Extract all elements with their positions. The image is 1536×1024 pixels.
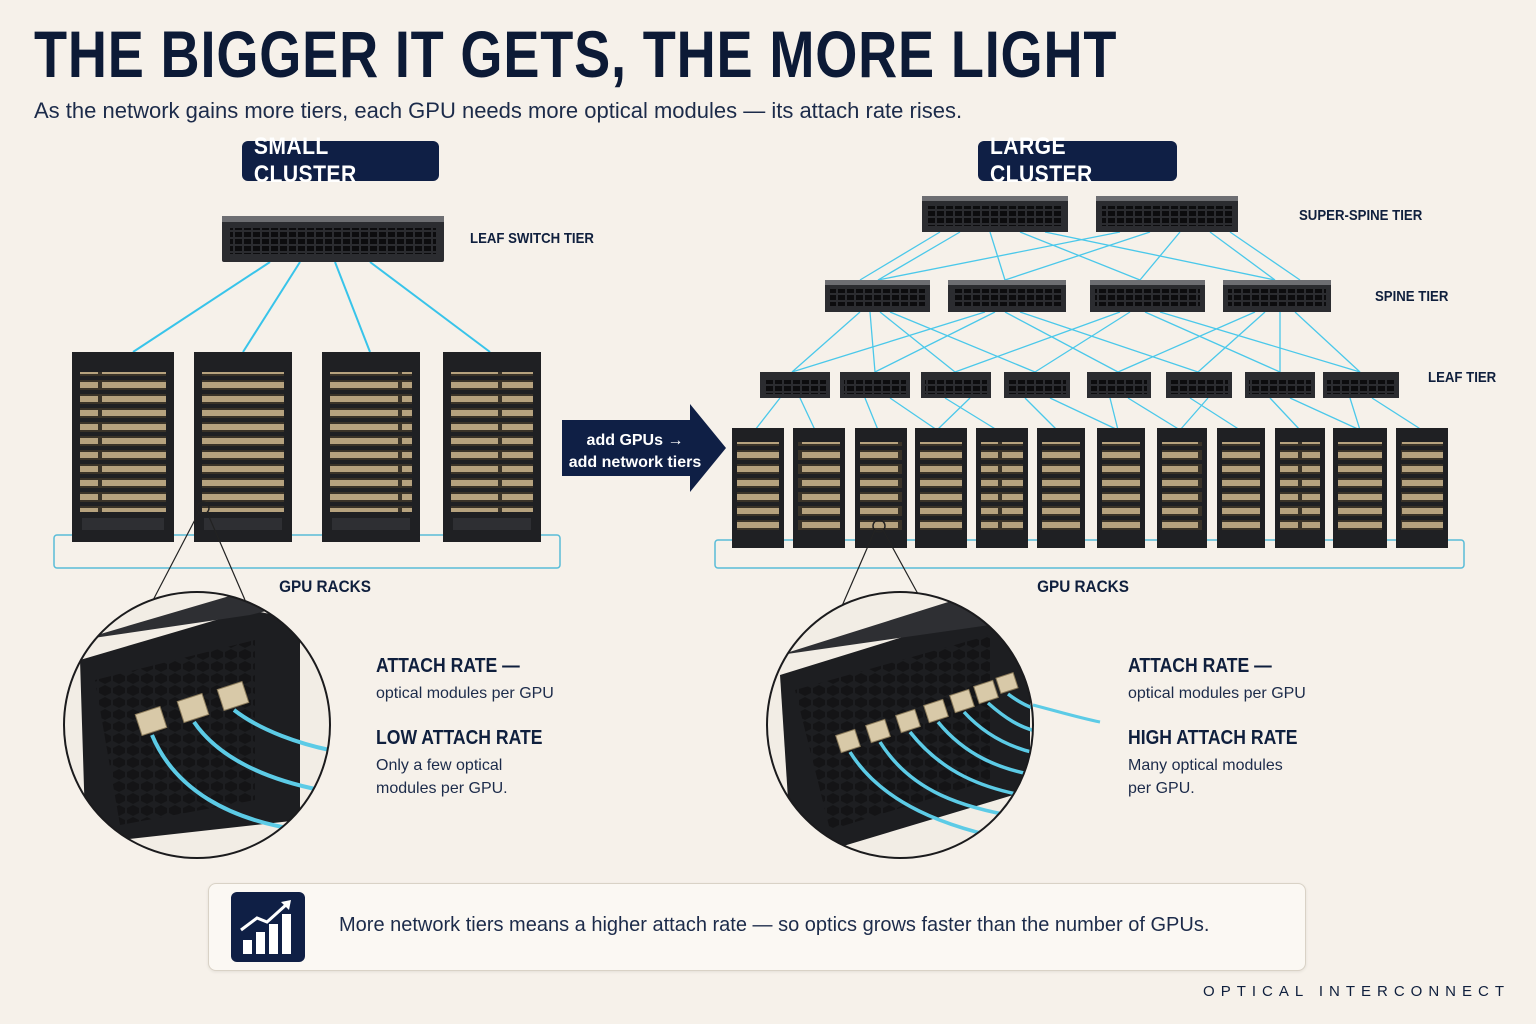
summary-box: More network tiers means a higher attach… <box>208 883 1306 971</box>
large-rate-line-2: per GPU. <box>1128 780 1195 797</box>
small-rate-line-1: Only a few optical <box>376 757 503 774</box>
small-rate-line-2: modules per GPU. <box>376 780 508 797</box>
small-gpu-racks <box>72 352 541 542</box>
small-attach-title: ATTACH RATE — <box>376 655 520 677</box>
leaf-tier-label: LEAF TIER <box>1428 369 1497 386</box>
page-subtitle: As the network gains more tiers, each GP… <box>34 98 963 123</box>
footer-brand: OPTICAL INTERCONNECT <box>1203 983 1510 1000</box>
growth-chart-icon <box>231 892 305 962</box>
small-rate-title: LOW ATTACH RATE <box>376 727 543 749</box>
large-rate-title: HIGH ATTACH RATE <box>1128 727 1298 749</box>
large-rate-line-1: Many optical modules <box>1128 757 1283 774</box>
large-magnifier <box>766 591 1101 859</box>
small-cluster-badge: SMALL CLUSTER <box>242 133 439 188</box>
large-attach-sub: optical modules per GPU <box>1128 685 1306 702</box>
small-rack-1 <box>72 352 174 542</box>
small-rack-3 <box>322 352 420 542</box>
growth-arrow-label: add GPUs → add network tiers <box>562 430 708 474</box>
arrow-line-1: add GPUs → <box>586 432 684 449</box>
super-spine-tier-label: SUPER-SPINE TIER <box>1299 207 1423 224</box>
spine-switches <box>825 280 1331 312</box>
growth-arrow <box>562 404 726 492</box>
large-cluster-badge: LARGE CLUSTER <box>978 133 1177 188</box>
super-spine-switches <box>922 196 1238 232</box>
spine-tier-label: SPINE TIER <box>1375 288 1449 305</box>
small-rack-platform <box>53 534 561 569</box>
small-attach-info: ATTACH RATE — optical modules per GPU LO… <box>376 655 565 800</box>
small-attach-sub: optical modules per GPU <box>376 685 554 702</box>
large-racks-label: GPU RACKS <box>1037 577 1129 596</box>
large-attach-title: ATTACH RATE — <box>1128 655 1272 677</box>
small-leaf-tier-label: LEAF SWITCH TIER <box>470 230 594 247</box>
small-racks-label: GPU RACKS <box>279 577 371 596</box>
small-rack-4 <box>443 352 541 542</box>
large-rack-platform <box>714 539 1465 569</box>
large-gpu-racks <box>732 428 1448 548</box>
large-fiber-links <box>754 231 1423 431</box>
small-zoom-point <box>196 501 210 515</box>
small-leaf-switch <box>222 216 444 262</box>
super-spine-switch-1 <box>922 196 1068 232</box>
page-title: THE BIGGER IT GETS, THE MORE LIGHT <box>34 17 1118 91</box>
small-rack-2 <box>194 352 292 542</box>
small-magnifier <box>63 591 331 859</box>
large-zoom-point <box>872 519 886 533</box>
large-attach-info: ATTACH RATE — optical modules per GPU HI… <box>1128 655 1321 800</box>
super-spine-switch-2 <box>1096 196 1238 232</box>
arrow-line-2: add network tiers <box>568 454 702 471</box>
leaf-switches <box>760 372 1399 398</box>
small-fiber-links <box>132 261 491 353</box>
summary-text: More network tiers means a higher attach… <box>339 914 1210 936</box>
